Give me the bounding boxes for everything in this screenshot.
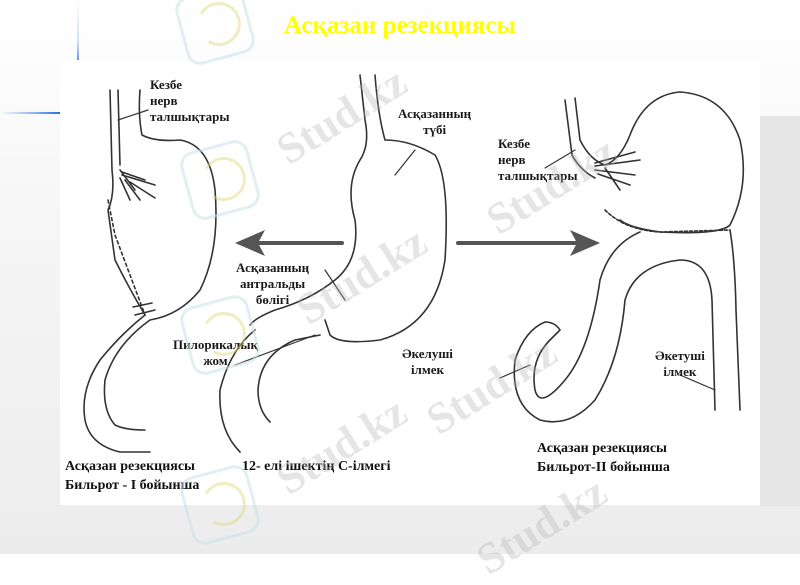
billroth1-drawing — [83, 89, 217, 453]
duodenum-caption: 12- елі ішектің С-ілмегі — [242, 459, 391, 474]
billroth2-caption: Асқазан резекциясы Бильрот-ІІ бойынша — [537, 441, 670, 475]
antrum-label: Асқазанның антральды бөлігі — [236, 260, 310, 307]
arrow-left-icon — [235, 230, 344, 256]
background-panel — [760, 116, 800, 506]
billroth2-drawing — [499, 91, 745, 423]
billroth1-caption: Асқазан резекциясы Бильрот - І бойынша — [65, 459, 200, 493]
efferent-loop-label: Әкетуші ілмек — [655, 348, 705, 379]
arrow-right-icon — [456, 230, 600, 256]
decorative-horizontal-line — [0, 112, 60, 114]
page-title: Асқазан резекциясы — [283, 12, 517, 39]
afferent-loop-label: Әкелуші ілмек — [402, 346, 453, 377]
normal-stomach-drawing — [219, 74, 448, 453]
fundus-label: Асқазанның түбі — [398, 106, 472, 137]
left-vagus-label: Кезбе нерв талшықтары — [150, 77, 230, 124]
decorative-vertical-line — [77, 0, 79, 70]
resection-figure: Кезбе нерв талшықтары Асқазанның түбі Ке… — [60, 60, 760, 505]
anatomy-drawing — [83, 74, 745, 453]
right-vagus-label: Кезбе нерв талшықтары — [498, 136, 578, 183]
pylorus-label: Пилорикалық жом — [173, 337, 258, 368]
